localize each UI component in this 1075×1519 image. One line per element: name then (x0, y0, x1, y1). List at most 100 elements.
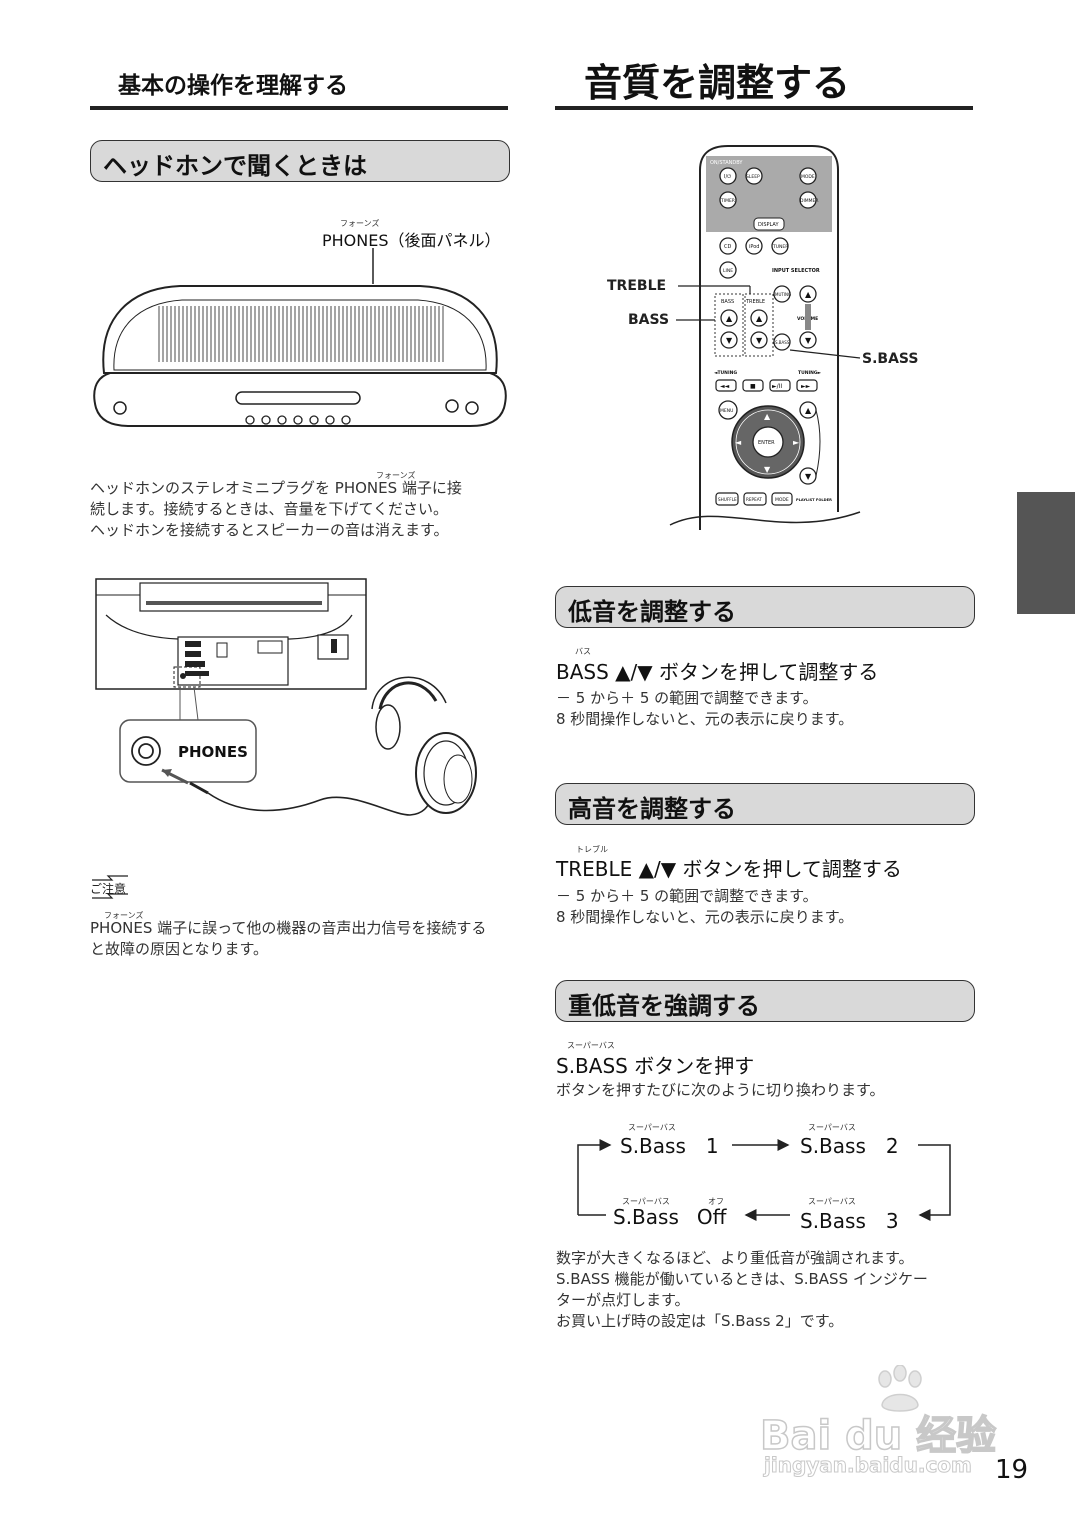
muting-button[interactable] (773, 285, 791, 303)
svg-text:◄◄: ◄◄ (720, 383, 730, 390)
para-ruby: フォーンズ (376, 471, 416, 480)
svg-text:►/II: ►/II (772, 383, 782, 390)
tuner-button[interactable] (771, 237, 789, 255)
sbass-note-line: ターが点灯します。 (556, 1291, 690, 1309)
timer-button[interactable] (719, 191, 737, 209)
muting-label: MUTING (775, 292, 791, 297)
watermark-url: jingyan.baidu.com (764, 1453, 973, 1478)
headphone-instructions: ヘッドホンのステレオミニプラグを PHONES 端子に接 続します。接続するとき… (90, 478, 520, 541)
paw-logo (878, 1365, 922, 1412)
svg-text:I/⏻: I/⏻ (724, 174, 731, 180)
svg-text:▲: ▲ (726, 314, 733, 323)
caution-line: と故障の原因となります。 (90, 940, 269, 958)
ipod-button[interactable] (745, 237, 763, 255)
cycle-ruby-off-a: スーパーバス (622, 1197, 670, 1206)
cd-button[interactable] (719, 237, 737, 255)
bass-down-button[interactable] (720, 331, 738, 349)
bass-step: BASS ▲/▼ ボタンを押して調整する (556, 660, 879, 684)
volume-up-button[interactable] (799, 285, 817, 303)
svg-text:▲: ▲ (805, 406, 812, 415)
section-title: 基本の操作を理解する (118, 73, 348, 99)
bass-description: － 5 から＋ 5 の範囲で調整できます。 8 秒間操作しないと、元の表示に戻り… (556, 688, 976, 730)
caution-text: PHONES 端子に誤って他の機器の音声出力信号を接続する と故障の原因となりま… (90, 918, 520, 960)
sbass-note-line: お買い上げ時の設定は「S.Bass 2」です。 (556, 1312, 844, 1330)
jack-label: PHONES (178, 743, 248, 761)
svg-text:▲: ▲ (756, 314, 763, 323)
remote-callout-bass: BASS (628, 312, 670, 328)
sbass-key-label: S.BASS (775, 340, 790, 345)
rewind-button[interactable] (715, 379, 737, 392)
bass-desc-line: 8 秒間操作しないと、元の表示に戻ります。 (556, 710, 854, 728)
remote-callout-sbass: S.BASS (862, 351, 919, 367)
sound-mode-button[interactable] (799, 167, 817, 185)
sbass-ruby: スーパーバス (567, 1041, 615, 1050)
display-button[interactable] (753, 217, 785, 231)
ipod-label: iPod (749, 244, 759, 250)
svg-text:▲: ▲ (805, 290, 812, 299)
fast-forward-button[interactable] (796, 379, 818, 392)
cycle-off-a: S.Bass (613, 1205, 679, 1229)
cycle-state-1: S.Bass 1 (620, 1134, 719, 1158)
sound-mode-label: MODE (801, 174, 815, 180)
sbass-heading-text: 重低音を強調する (568, 992, 760, 1020)
stop-button[interactable] (742, 379, 764, 392)
instruction-line: ヘッドホンのステレオミニプラグを PHONES 端子に接 (90, 479, 462, 497)
mode-label: MODE (775, 497, 789, 503)
dimmer-label: DIMMER (800, 198, 819, 204)
play-pause-button[interactable] (769, 379, 791, 392)
headphones-heading: ヘッドホンで聞くときは (90, 140, 510, 182)
cycle-state-off: S.Bass Off (613, 1205, 726, 1229)
remote-illustration: ON/STANDBY I/⏻ SLEEP MODE TIMER DIMMER D… (669, 145, 861, 530)
svg-text:▼: ▼ (726, 336, 733, 345)
treble-step: TREBLE ▲/▼ ボタンを押して調整する (556, 857, 902, 881)
enter-label: ENTER (758, 440, 775, 446)
line-button[interactable] (719, 261, 737, 279)
baidu-watermark: Bai du 经验 jingyan.baidu.com (759, 1365, 1020, 1485)
sbass-intro: ボタンを押すたびに次のように切り換わります。 (556, 1081, 885, 1099)
svg-text:▼: ▼ (805, 472, 812, 481)
repeat-label: REPEAT (746, 497, 762, 502)
svg-text:►►: ►► (801, 383, 811, 390)
treble-up-button[interactable] (750, 309, 768, 327)
timer-label: TIMER (720, 198, 735, 204)
section-rule (90, 106, 508, 110)
volume-down-button[interactable] (799, 331, 817, 349)
sbass-button[interactable] (773, 333, 791, 351)
bass-up-button[interactable] (720, 309, 738, 327)
treble-description: － 5 から＋ 5 の範囲で調整できます。 8 秒間操作しないと、元の表示に戻り… (556, 886, 976, 928)
cycle-ruby-2: スーパーバス (808, 1123, 856, 1132)
svg-text:▼: ▼ (756, 336, 763, 345)
mode-button[interactable] (771, 492, 793, 506)
sleep-button[interactable] (745, 167, 763, 185)
menu-button[interactable] (718, 400, 738, 420)
sbass-cycle-diagram (577, 1139, 951, 1221)
input-selector-label: INPUT SELECTOR (772, 268, 820, 274)
chapter-side-tab (1017, 492, 1075, 614)
page-title: 音質を調整する (584, 61, 851, 105)
display-label: DISPLAY (758, 222, 779, 228)
treble-heading-text: 高音を調整する (568, 795, 736, 823)
svg-text:▲: ▲ (764, 412, 771, 421)
svg-text:■: ■ (750, 383, 756, 390)
bass-heading: 低音を調整する (555, 586, 975, 628)
treble-down-button[interactable] (750, 331, 768, 349)
svg-text:▼: ▼ (805, 336, 812, 345)
power-button[interactable] (719, 167, 737, 185)
caution-icon (92, 875, 128, 899)
sbass-heading: 重低音を強調する (555, 980, 975, 1022)
dimmer-button[interactable] (799, 191, 817, 209)
cycle-ruby-1: スーパーバス (628, 1123, 676, 1132)
treble-ruby: トレブル (576, 845, 608, 854)
sbass-notes: 数字が大きくなるほど、より重低音が強調されます。 S.BASS 機能が働いている… (556, 1248, 976, 1332)
cycle-off-b: Off (696, 1205, 727, 1229)
menu-label: MENU (720, 408, 733, 414)
shuffle-button[interactable] (715, 492, 739, 506)
repeat-button[interactable] (743, 492, 767, 506)
enter-button[interactable] (752, 426, 784, 458)
watermark-brand: Bai du 经验 (759, 1412, 997, 1460)
sbass-note-line: 数字が大きくなるほど、より重低音が強調されます。 (556, 1249, 914, 1267)
phones-callout-label: PHONES（後面パネル） (322, 231, 501, 250)
caution-label: ご注意 (90, 882, 127, 896)
svg-text:►: ► (793, 438, 800, 447)
remote-callout-treble: TREBLE (607, 278, 667, 294)
